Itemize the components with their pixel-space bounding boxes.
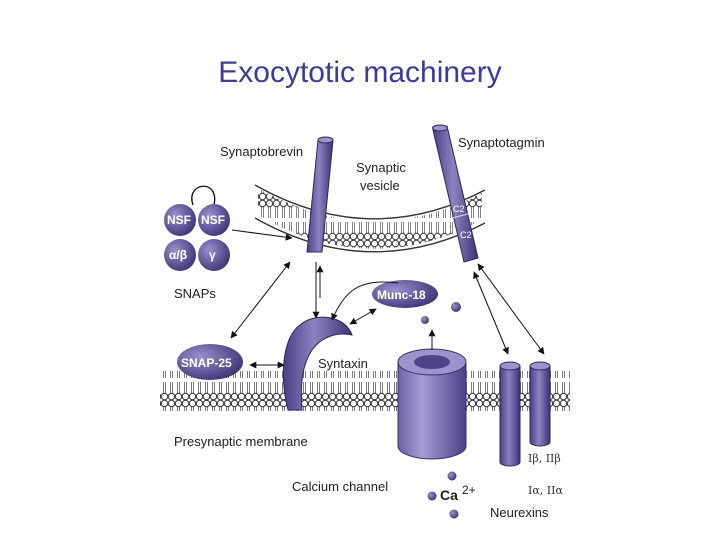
synaptobrevin-protein xyxy=(306,136,334,253)
snaps-label: SNAPs xyxy=(174,286,216,301)
nsf-snap-complex: NSF NSF α/β γ xyxy=(164,185,230,271)
munc18-fragment xyxy=(451,302,461,312)
c2b-domain-label: C2 xyxy=(460,230,472,240)
syntaxin-label: Syntaxin xyxy=(318,356,368,371)
presynaptic-membrane-label: Presynaptic membrane xyxy=(174,434,308,449)
munc18-protein: Munc-18 xyxy=(372,280,461,324)
page-title: Exocytotic machinery xyxy=(218,56,502,89)
neurexin-beta-label: Iβ, IIβ xyxy=(528,452,561,465)
calcium-ions xyxy=(427,471,459,519)
alpha-beta-snap-label: α/β xyxy=(169,248,187,262)
munc18-label: Munc-18 xyxy=(377,288,426,302)
synaptic-label: Synaptic xyxy=(356,160,406,175)
neurexins-protein xyxy=(499,361,551,467)
vesicle-label: vesicle xyxy=(360,178,400,193)
nsf-label-2: NSF xyxy=(201,213,225,227)
syntaxin-protein xyxy=(282,316,353,411)
calcium-charge-label: 2+ xyxy=(462,483,476,497)
interaction-arrows xyxy=(230,229,545,369)
nsf-label-1: NSF xyxy=(167,213,191,227)
neurexins-label: Neurexins xyxy=(490,505,549,520)
c2a-domain-label: C2 xyxy=(453,204,465,214)
synaptotagmin-protein: C2 C2 xyxy=(432,124,479,263)
neurexin-alpha-label: Iα, IIα xyxy=(528,484,563,497)
gamma-snap-label: γ xyxy=(209,248,216,262)
calcium-channel-label: Calcium channel xyxy=(292,479,388,494)
snap25-protein: SNAP-25 xyxy=(177,344,243,380)
calcium-label: Ca xyxy=(440,487,458,503)
synaptotagmin-label: Synaptotagmin xyxy=(458,135,545,150)
snap25-label: SNAP-25 xyxy=(181,356,232,370)
synaptobrevin-label: Synaptobrevin xyxy=(220,144,303,159)
munc18-fragment-small xyxy=(421,316,429,324)
diagram-labels: Synaptobrevin Synaptic vesicle Synaptota… xyxy=(174,135,563,520)
calcium-channel xyxy=(397,348,467,460)
